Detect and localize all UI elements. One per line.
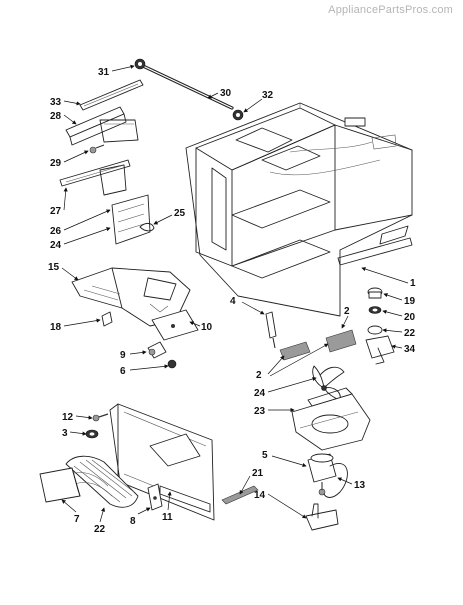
callout-31: 30 [220, 88, 232, 99]
callout-15: 14 [254, 490, 266, 501]
part-5-motor [307, 453, 337, 496]
callout-13: 13 [354, 480, 366, 491]
callout-11: 11 [162, 512, 173, 523]
part-7-end-cap [39, 467, 81, 503]
callout-9: 9 [120, 350, 126, 361]
part-2-pad-right [325, 329, 357, 353]
callout-2-left: 2 [256, 370, 262, 381]
callout-1: 1 [410, 278, 416, 289]
callout-21: 22 [404, 328, 416, 339]
part-28-track [59, 159, 131, 196]
callout-32-top: 31 [98, 67, 110, 78]
part-2-pad-left [279, 341, 311, 361]
callout-25: 24 [50, 240, 62, 251]
callout-2-right: 2 [344, 306, 350, 317]
part-29-slide-assembly [65, 106, 139, 146]
part-11-evaporator-cover [109, 403, 215, 521]
part-3-grommet [85, 429, 99, 439]
callout-labels: 31 30 32 33 28 29 27 26 24 25 15 18 10 9… [48, 67, 416, 535]
part-26-clip [139, 222, 155, 232]
part-8-bracket [147, 483, 163, 511]
part-16-clip [101, 311, 113, 327]
part-31-rod [141, 64, 234, 110]
callout-22: 22 [94, 524, 106, 535]
part-20-strip [221, 485, 259, 505]
part-19-washer [368, 306, 382, 314]
callout-16: 18 [50, 322, 62, 333]
part-23-fan-housing [291, 387, 371, 451]
part-6-connector [167, 359, 177, 369]
callout-32-right: 32 [262, 90, 274, 101]
part-10-label [151, 309, 199, 341]
callout-27: 26 [50, 226, 62, 237]
part-9-sensor [147, 341, 167, 359]
callout-12: 12 [62, 412, 74, 423]
callout-28: 27 [50, 206, 62, 217]
callout-23: 23 [254, 406, 266, 417]
callout-3: 3 [62, 428, 68, 439]
callout-6: 6 [120, 366, 126, 377]
part-32-gear-right [232, 109, 244, 121]
part-4-thermistor [265, 311, 277, 349]
part-24-fan-blade [312, 365, 345, 401]
callout-7: 7 [74, 514, 80, 525]
callout-29: 28 [50, 111, 62, 122]
callout-8: 8 [130, 516, 136, 527]
part-30-screw [89, 144, 105, 154]
callout-34: 34 [404, 344, 416, 355]
part-33-rail [79, 79, 144, 111]
part-15-bracket [305, 503, 339, 531]
part-12-screw [92, 413, 109, 422]
part-27-bracket [111, 194, 151, 245]
part-13-wire-harness [323, 463, 348, 498]
callout-33: 33 [50, 97, 62, 108]
freezer-housing [185, 102, 413, 317]
callout-18: 19 [404, 296, 416, 307]
callout-26: 25 [174, 208, 186, 219]
callout-14: 15 [48, 262, 60, 273]
part-22-grille [65, 455, 139, 508]
part-34-valve [365, 335, 395, 365]
part-32-gear-top [134, 58, 146, 70]
callout-30: 29 [50, 158, 62, 169]
part-18-fitting [367, 287, 383, 299]
leader-lines [61, 64, 409, 523]
callout-19: 20 [404, 312, 416, 323]
callout-20: 21 [252, 468, 264, 479]
callout-5: 5 [262, 450, 268, 461]
callout-4: 4 [230, 296, 236, 307]
watermark: AppliancePartsPros.com [328, 4, 453, 16]
callout-10: 10 [201, 322, 213, 333]
part-21-cap [367, 325, 383, 335]
callout-24: 24 [254, 388, 266, 399]
